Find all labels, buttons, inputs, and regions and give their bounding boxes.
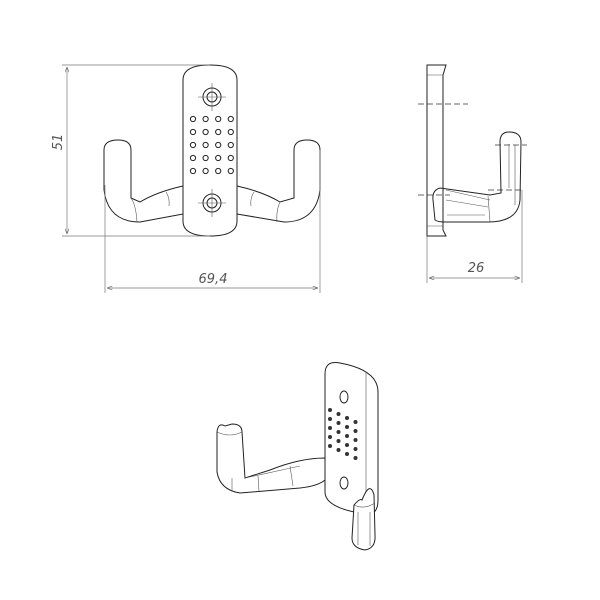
grid-hole — [227, 154, 234, 162]
iso-grid-hole — [345, 443, 349, 447]
isometric-view — [216, 362, 379, 551]
grid-hole — [227, 141, 234, 149]
grid-hole — [215, 167, 222, 175]
grid-hole — [202, 141, 209, 149]
iso-grid-hole — [336, 412, 341, 416]
width-dimension: 69,4 — [104, 150, 321, 293]
iso-grid-hole — [336, 430, 341, 434]
iso-grid-hole — [345, 452, 349, 456]
decorative-hole-grid — [189, 115, 234, 175]
iso-hole-grid — [328, 408, 358, 460]
left-hook — [103, 139, 184, 223]
iso-grid-hole — [353, 420, 358, 424]
depth-dimension-label: 26 — [468, 261, 485, 276]
iso-grid-hole — [328, 426, 332, 430]
grid-hole — [215, 128, 222, 136]
iso-grid-hole — [328, 417, 332, 421]
iso-grid-hole — [353, 456, 358, 460]
grid-hole — [202, 154, 209, 162]
iso-grid-hole — [328, 408, 332, 412]
grid-hole — [202, 128, 209, 136]
grid-hole — [189, 167, 197, 175]
mounting-plate — [182, 64, 238, 237]
iso-grid-hole — [353, 438, 358, 442]
iso-grid-hole — [336, 421, 341, 425]
iso-grid-hole — [345, 425, 349, 429]
iso-grid-hole — [345, 416, 349, 420]
grid-hole — [215, 154, 222, 162]
height-dimension: 51 — [51, 64, 210, 237]
iso-left-hook — [216, 423, 326, 494]
front-view — [103, 64, 321, 237]
grid-hole — [189, 154, 197, 162]
grid-hole — [202, 115, 209, 123]
iso-grid-hole — [353, 429, 358, 433]
grid-hole — [189, 115, 197, 123]
grid-hole — [202, 167, 209, 175]
right-hook — [236, 139, 321, 223]
side-view — [418, 64, 527, 237]
iso-plate — [324, 362, 379, 515]
iso-grid-hole — [336, 439, 341, 443]
iso-grid-hole — [345, 434, 349, 438]
grid-hole — [189, 141, 197, 149]
grid-hole — [215, 141, 222, 149]
screw-hole-top — [198, 83, 226, 111]
grid-hole — [189, 128, 197, 136]
iso-grid-hole — [328, 444, 332, 448]
iso-grid-hole — [328, 435, 332, 439]
depth-dimension: 26 — [426, 190, 523, 283]
side-hook — [432, 131, 522, 223]
width-dimension-label: 69,4 — [199, 272, 228, 287]
grid-hole — [227, 115, 234, 123]
grid-hole — [215, 115, 222, 123]
iso-grid-hole — [336, 448, 341, 452]
height-dimension-label: 51 — [51, 134, 66, 151]
grid-hole — [227, 128, 234, 136]
grid-hole — [227, 167, 234, 175]
iso-grid-hole — [353, 447, 358, 451]
screw-hole-bottom — [198, 189, 226, 217]
